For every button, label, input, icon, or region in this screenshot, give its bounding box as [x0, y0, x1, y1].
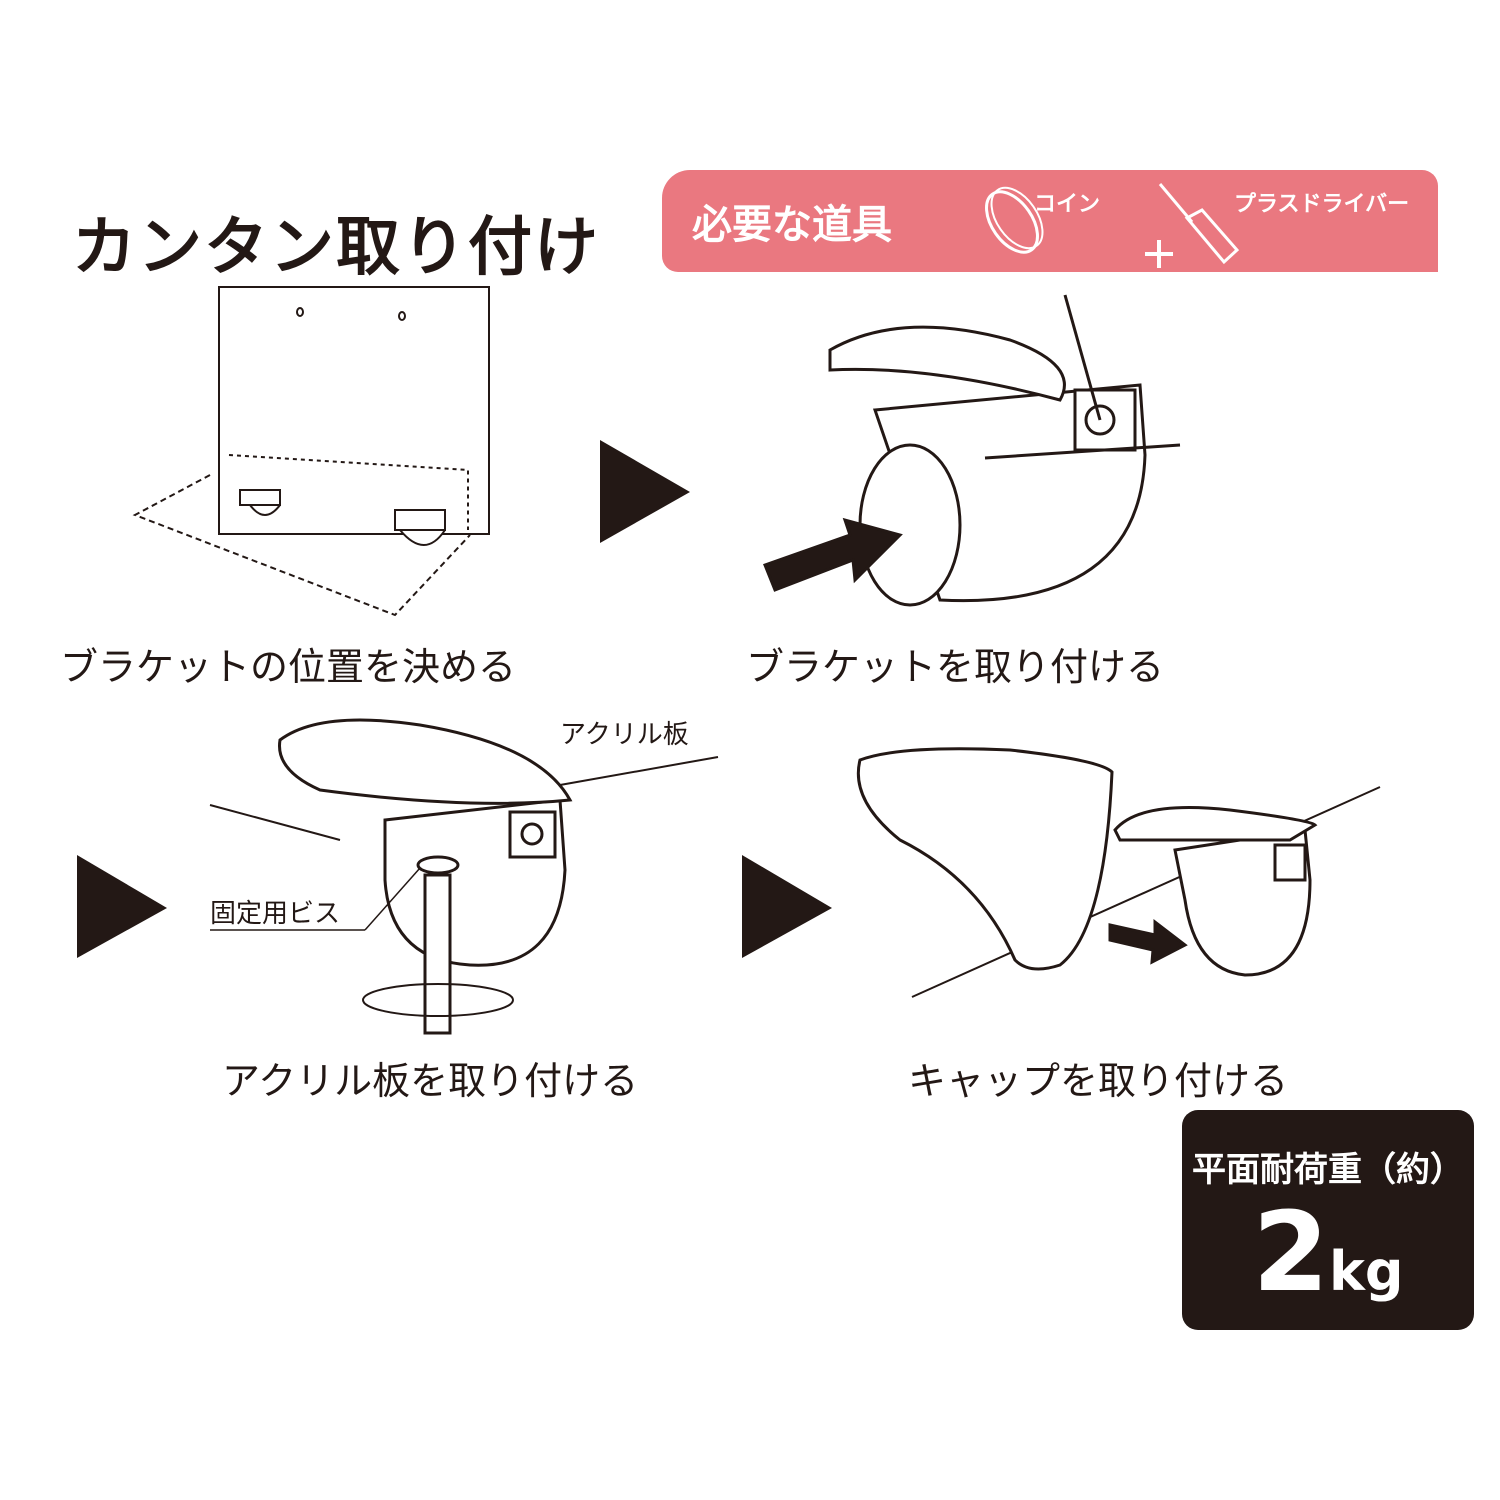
acrylic-illustration [209, 718, 719, 1035]
screw-callout: 固定用ビス [210, 899, 341, 929]
cap-illustration [856, 747, 1381, 998]
arrow-icon [600, 440, 690, 543]
arrow-icon [77, 855, 167, 958]
screwdriver-icon [1145, 183, 1240, 268]
step-1-caption: ブラケットの位置を決める [60, 645, 517, 689]
tool-label-coin: コイン [1034, 192, 1101, 217]
load-capacity-badge: 平面耐荷重（約） 2kg [1182, 1110, 1474, 1330]
coin-icon [985, 186, 1044, 254]
page-title: カンタン取り付け [72, 211, 600, 285]
acrylic-callout: アクリル板 [560, 720, 689, 750]
tool-label-screwdriver: プラスドライバー [1234, 192, 1410, 217]
load-capacity-value: 2kg [1182, 1188, 1474, 1316]
load-unit: kg [1328, 1240, 1404, 1303]
required-tools-label: 必要な道具 [692, 202, 892, 248]
bracket-illustration [763, 294, 1181, 607]
panel-illustration [132, 286, 490, 617]
load-capacity-label: 平面耐荷重（約） [1192, 1150, 1464, 1190]
step-2-caption: ブラケットを取り付ける [746, 645, 1165, 689]
required-tools-banner: 必要な道具 コイン プラスドライバー [662, 170, 1438, 272]
step-arrows [77, 440, 832, 958]
arrow-icon [742, 855, 832, 958]
load-value: 2 [1252, 1188, 1329, 1316]
step-3-caption: アクリル板を取り付ける [222, 1059, 639, 1103]
step-4-caption: キャップを取り付ける [908, 1059, 1289, 1103]
